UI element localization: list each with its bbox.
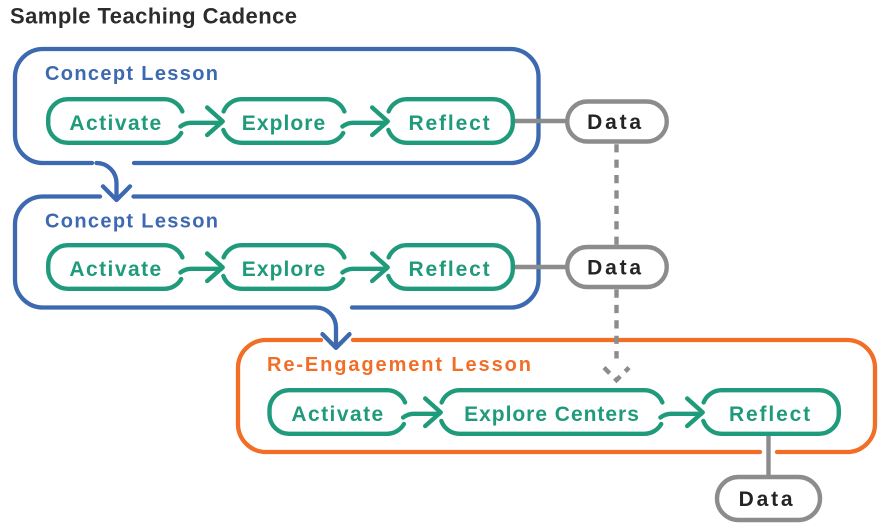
svg-text:Reflect: Reflect <box>409 112 492 135</box>
svg-text:Activate: Activate <box>69 258 162 281</box>
svg-text:Activate: Activate <box>291 403 384 426</box>
svg-text:Data: Data <box>587 111 644 134</box>
svg-text:Re-Engagement Lesson: Re-Engagement Lesson <box>267 354 533 376</box>
svg-text:Data: Data <box>739 488 796 511</box>
svg-text:Sample Teaching Cadence: Sample Teaching Cadence <box>10 4 297 29</box>
svg-text:Concept Lesson: Concept Lesson <box>45 211 219 233</box>
svg-text:Reflect: Reflect <box>729 403 812 426</box>
svg-text:Explore Centers: Explore Centers <box>464 403 640 426</box>
svg-text:Concept Lesson: Concept Lesson <box>45 63 219 85</box>
svg-text:Activate: Activate <box>69 112 162 135</box>
svg-text:Explore: Explore <box>242 258 326 281</box>
svg-text:Data: Data <box>587 257 644 280</box>
svg-text:Explore: Explore <box>242 112 326 135</box>
svg-text:Reflect: Reflect <box>409 258 492 281</box>
